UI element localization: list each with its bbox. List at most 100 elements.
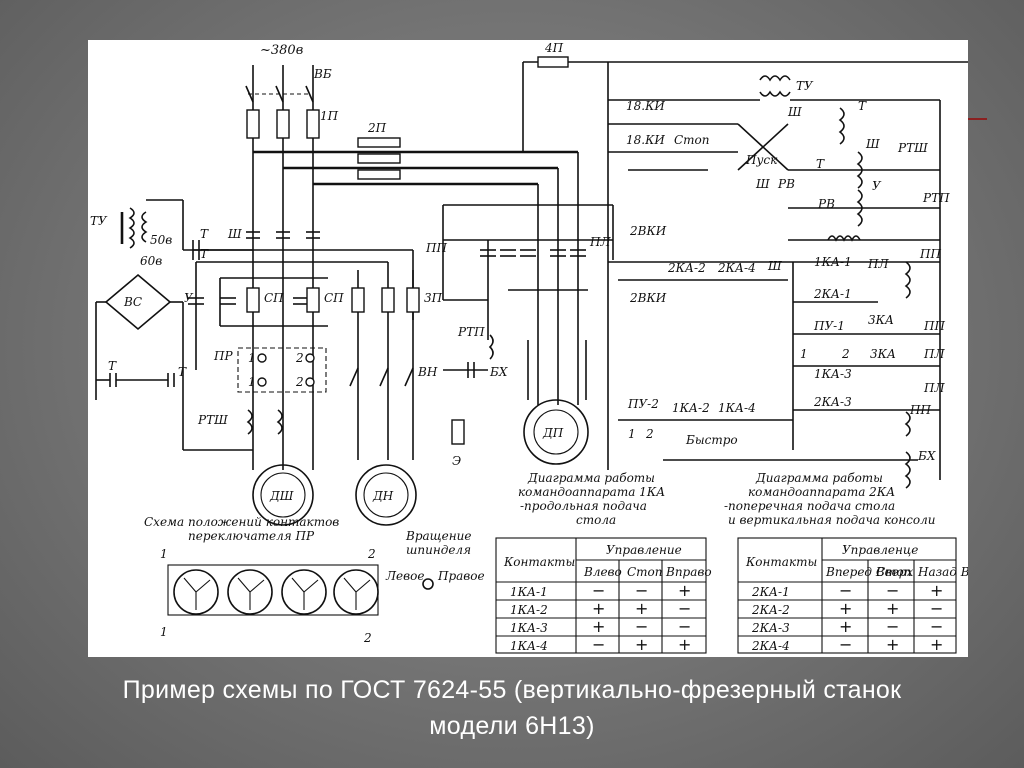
- fuse-4p-label: 4П: [544, 41, 564, 55]
- fuse-2p-label: 2П: [367, 121, 387, 135]
- table-cell-value: −: [592, 635, 605, 654]
- pu2-term-2: 2: [645, 427, 654, 441]
- t1-col-contacts: Контакты: [503, 555, 575, 569]
- control-supply: 4П ТУ: [522, 41, 968, 480]
- fuse-3p-label: 3П: [424, 291, 443, 305]
- resistor-sp2-label: СП: [324, 291, 344, 305]
- pump-circuit: 3П ВН ДН: [349, 262, 443, 526]
- coil-pp-label: ПП: [919, 247, 941, 261]
- table-row-contact: 1КА-4: [510, 639, 548, 653]
- motor-dp: [523, 399, 589, 465]
- pr-diag-term-1a: 1: [160, 547, 168, 561]
- table-row-contact: 2КА-3: [751, 621, 790, 635]
- contact-t-label: Т: [200, 227, 209, 241]
- pr-diag-term-2b: 2: [363, 631, 372, 645]
- table-cell-value: −: [635, 581, 648, 600]
- pu1-term-2: 2: [841, 347, 850, 361]
- table-cell-value: +: [930, 635, 943, 654]
- rectifier-section: ТУ 50в 60в ВС Т Т Т: [90, 199, 253, 451]
- pr-term-4: 2: [295, 375, 304, 389]
- schematic-svg: ~380в ВБ 1П 2П 4П: [90, 41, 968, 654]
- contact-2ka1-label: 2КА-1: [813, 287, 852, 301]
- power-input: ~380в ВБ 1П: [245, 43, 339, 470]
- contact-2ka3-label: 2КА-3: [813, 395, 852, 409]
- contact-pu2-label: ПУ-2: [627, 397, 659, 411]
- pr-diag-term-2a: 2: [367, 547, 376, 561]
- pr-term-2: 2: [295, 351, 304, 365]
- transformer-tu-left-label: ТУ: [90, 214, 108, 228]
- contactor-pp-label: ПП: [425, 241, 447, 255]
- diag2-title-2: командоаппарата 2КА: [748, 485, 895, 499]
- contact-3ka2-label: 3КА: [870, 347, 896, 361]
- fuse-1p-label: 1П: [320, 109, 339, 123]
- switch-vb-label: ВБ: [313, 67, 332, 81]
- contact-2ka2-label: 2КА-2: [667, 261, 706, 275]
- pu2-term-1: 1: [628, 427, 636, 441]
- table-cell-value: −: [839, 635, 852, 654]
- table-row-contact: 1КА-3: [510, 621, 548, 635]
- pr-term-1: 1: [248, 351, 256, 365]
- table-cell-value: −: [886, 581, 899, 600]
- t1-sub-right: Вправо: [665, 565, 712, 579]
- switch-pr-diagram: Схема положений контактов переключателя …: [144, 515, 485, 645]
- contact-t2-label: Т: [108, 359, 117, 373]
- table-cell-value: +: [886, 599, 899, 618]
- diag2-title-3: -поперечная подача стола: [724, 499, 895, 513]
- table-row-contact: 2КА-2: [751, 603, 790, 617]
- rotation-title-2: шпинделя: [406, 543, 471, 557]
- diagram-2-titles: Диаграмма работы командоаппарата 2КА -по…: [724, 471, 936, 527]
- table-cell-value: +: [635, 635, 648, 654]
- motor-dn: [355, 464, 417, 526]
- schematic-figure: ~380в ВБ 1П 2П 4П: [88, 40, 968, 657]
- rotation-title-1: Вращение: [405, 529, 472, 543]
- contact-rtsh-label: РТШ: [897, 141, 928, 155]
- contact-1ka4-label: 1КА-4: [718, 401, 756, 415]
- diag1-title-2: командоаппарата 1КА: [518, 485, 665, 499]
- contact-pp-ctl-label: ПП: [923, 319, 945, 333]
- pu1-term-1: 1: [800, 347, 808, 361]
- table-cell-value: +: [886, 635, 899, 654]
- table-row-contact: 2КА-1: [751, 585, 790, 599]
- t1-sub-stop: Стоп: [627, 565, 663, 579]
- contact-t3-label: Т: [178, 365, 187, 379]
- t2-col-control: Управленце: [842, 543, 918, 557]
- diag1-title-4: стола: [576, 513, 616, 527]
- table-cell-value: +: [635, 599, 648, 618]
- contact-rtp-label: РТП: [922, 191, 950, 205]
- control-circuit: 18.КИ 18.КИ Стоп Пуск Ш Т Ш РТШ РВ Ш Т У…: [607, 99, 950, 489]
- feed-circuit: ПП ПЛ РТП БХ Э ДП: [425, 235, 613, 468]
- pr-diag-term-1b: 1: [160, 625, 168, 639]
- table-cell-value: −: [930, 617, 943, 636]
- pr-diagram-title-1: Схема положений контактов: [144, 515, 339, 529]
- motor-dsh: [252, 464, 314, 526]
- limit-2vki2-label: 2ВКИ: [629, 291, 667, 305]
- table-cell-value: +: [930, 581, 943, 600]
- coil-sh-label: Ш: [865, 137, 880, 151]
- contact-sh-top-label: Ш: [787, 105, 802, 119]
- main-busses: 2П: [253, 121, 614, 405]
- coil-rv-label: РВ: [817, 197, 835, 211]
- table-cell-value: +: [592, 599, 605, 618]
- rotation-left-label: Левое: [385, 569, 424, 583]
- table-cell-value: +: [839, 617, 852, 636]
- table-row-contact: 1КА-1: [510, 585, 548, 599]
- motor-dp-label: ДП: [542, 426, 564, 440]
- contact-bh-label: БХ: [489, 365, 508, 379]
- contact-sh-3-label: Ш: [767, 259, 782, 273]
- contact-3ka-label: 3КА: [868, 313, 894, 327]
- diag1-title-1: Диаграмма работы: [527, 471, 655, 485]
- voltage-60v-label: 60в: [140, 254, 162, 268]
- spindle-circuit: Ш Т У СП СП ПР 1 2 1 2 РТШ: [184, 227, 414, 526]
- contact-pp-ctl2-label: ПП: [909, 403, 931, 417]
- contact-pu1-label: ПУ-1: [813, 319, 845, 333]
- coil-pl-label: ПЛ: [923, 381, 945, 395]
- relay-rtsh-label: РТШ: [197, 413, 228, 427]
- limit-18ki-label: 18.КИ: [626, 99, 665, 113]
- contact-1ka1-label: 1КА-1: [814, 255, 852, 269]
- t2-sub-forward: Вперед Вверх: [825, 565, 913, 579]
- bridge-vs-label: ВС: [123, 295, 142, 309]
- resistor-sp1-label: СП: [264, 291, 284, 305]
- accent-line: [963, 118, 987, 120]
- table-cell-value: −: [839, 581, 852, 600]
- limit-2vki-label: 2ВКИ: [629, 224, 667, 238]
